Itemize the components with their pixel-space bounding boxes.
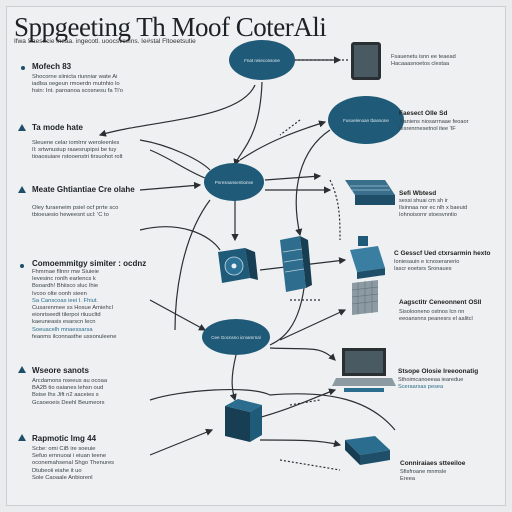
network-panel-icon <box>351 280 379 315</box>
ellipse-label: Fusoelenoan tbansone <box>343 118 389 123</box>
ellipse-label: Fnat nnieconsone <box>244 58 280 63</box>
right-label-heading: Faesect Olle Sd <box>399 110 448 117</box>
connector-line <box>279 119 301 136</box>
connector-line <box>239 120 327 161</box>
connector-line <box>295 129 331 237</box>
node-ellipse-1: Fnat nnieconsone <box>229 40 295 80</box>
connector-line <box>139 226 221 251</box>
tablet-icon <box>351 42 381 80</box>
connector-line <box>329 179 341 241</box>
section-bullet <box>20 264 24 268</box>
right-label-body: Sfisfroane mnmsle Ereea <box>400 469 447 482</box>
connector-line <box>98 84 256 137</box>
connector-line <box>264 172 322 181</box>
node-ellipse-2: Fusoelenoan tbansone <box>328 96 404 144</box>
processor-cube-icon <box>225 399 262 442</box>
connector-line <box>249 388 337 421</box>
page-title: Sppgeeting Th Moof CoterAli <box>14 12 327 42</box>
server-tower-icon <box>280 236 312 292</box>
section-marker-icon <box>18 186 26 193</box>
left-section-body: Fhmrnae fllnnr mw Siuieie Ievesinc ronlh… <box>32 269 117 340</box>
left-section-heading: Meate Ghtiantiae Cre olahe <box>32 185 135 194</box>
left-section-heading: Comoemmitgy simiter : ocdnz <box>32 259 147 268</box>
connector-line <box>149 388 396 431</box>
right-label-heading: Conniraiaes stteeiloe <box>400 460 466 467</box>
right-label-body: Sthoimcanoeeaa iearedue Sceraarsas pesea <box>398 377 464 390</box>
connector-line <box>149 428 214 456</box>
connector-line <box>279 459 341 471</box>
left-section-heading: Ta mode hate <box>32 123 83 132</box>
connector-line <box>279 309 347 341</box>
right-label-heading: Sefi Wbtesd <box>399 190 437 197</box>
right-label-body: Sisolooneno ostnos lcn nn eeoansnns pean… <box>399 309 473 322</box>
right-label-heading: Aagsctitr Ceneonnent OSIl <box>399 299 482 306</box>
node-ellipse-3: Pnresnansentionse <box>204 163 264 201</box>
right-label-body: Fsauenetu isnn ee teaead Hacaaasnoetos c… <box>391 54 456 67</box>
connector-line <box>269 347 336 361</box>
connector-line <box>233 81 263 167</box>
left-section-heading: Wseore sanots <box>32 366 89 375</box>
section-bullet <box>21 66 25 70</box>
right-label-heading: Stsope Olosie Ireeoonatig <box>398 368 479 375</box>
right-label-body: Tianiens niosarrnaae feoaor Iesrenrneset… <box>399 119 469 132</box>
left-section-heading: Mofech 83 <box>32 62 72 71</box>
connector-line <box>229 354 237 402</box>
ellipse-label: Pnresnansentionse <box>215 180 254 185</box>
left-section-heading: Rapmotic lmg 44 <box>32 434 97 443</box>
right-label-body: sessi shuai cm sh ir Ilsinnaa nor ec nlh… <box>399 198 468 218</box>
cooling-fan-icon <box>218 248 258 283</box>
right-label-body: Ioniesauin e icnoseranerio Iascr eoetsrs… <box>394 259 460 272</box>
left-section-body: Shocorne siinicta riunniar wate Ai iadls… <box>32 74 124 95</box>
right-label-heading: C Gesscf Ued ctxrsarmin hexto <box>394 250 491 257</box>
section-marker-icon <box>18 124 26 131</box>
node-ellipse-4: Cee Gocnsno icrvamrnal <box>202 319 270 355</box>
router-icon <box>345 180 395 205</box>
section-marker-icon <box>18 434 26 441</box>
connector-line <box>149 149 206 179</box>
connector-line <box>149 299 207 331</box>
section-marker-icon <box>18 366 26 373</box>
connector-line <box>139 139 211 171</box>
left-section-body: Arcdamons nseeus au ocoaa BA2B tio oaian… <box>32 378 108 406</box>
left-section-body: Sleuene celar iomlrnr weroleenles Il: sr… <box>32 140 123 161</box>
storage-device-icon <box>350 236 385 279</box>
connector-line <box>259 439 342 448</box>
ellipse-label: Cee Gocnsno icrvamrnal <box>211 335 261 340</box>
connector-line <box>289 399 321 406</box>
left-section-body: Oley furaeneim psiel ocf prrte sco tbioe… <box>32 205 119 219</box>
left-section-body: Scbe: omi CiB ire soeuie Sefuo ernnuoai … <box>32 446 115 481</box>
connector-line <box>174 199 211 331</box>
connector-line <box>269 279 306 346</box>
page-subtitle: Ifwa Saesocie ineaa. ingecotl. uoocsvcei… <box>14 38 196 45</box>
hub-device-icon <box>345 436 390 465</box>
laptop-icon <box>332 348 396 392</box>
connector-line <box>139 181 202 191</box>
